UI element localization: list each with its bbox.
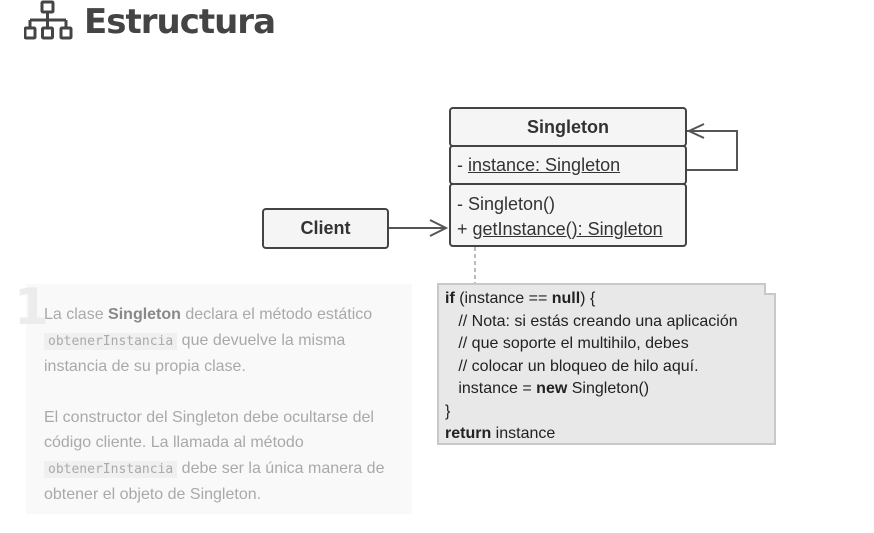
field-name: instance: Singleton — [468, 154, 621, 175]
inline-code: obtenerInstancia — [44, 460, 178, 478]
singleton-methods: - Singleton() + getInstance(): Singleton — [449, 183, 687, 247]
description-text: La clase Singleton declara el método est… — [44, 302, 404, 533]
field-visibility: - — [457, 154, 468, 175]
code-line: } — [445, 402, 451, 420]
singleton-field-instance: - instance: Singleton — [457, 155, 620, 176]
singleton-method-getinstance: + getInstance(): Singleton — [457, 217, 685, 241]
description-paragraph: La clase Singleton declara el método est… — [44, 306, 373, 375]
singleton-fields: - instance: Singleton — [449, 145, 687, 185]
self-association-line — [686, 130, 738, 171]
code-line: return instance — [445, 425, 556, 442]
code-line: instance = new Singleton() — [445, 380, 650, 397]
inline-code: obtenerInstancia — [44, 332, 178, 350]
singleton-class-name: Singleton — [527, 116, 609, 137]
description-paragraph: El constructor del Singleton debe oculta… — [44, 408, 385, 503]
method-visibility: + — [457, 219, 473, 239]
pseudocode-note: if (instance == null) { // Nota: si está… — [437, 283, 776, 445]
note-fold-corner — [764, 283, 776, 295]
step-number: 1 — [14, 278, 49, 336]
page-header: Estructura — [24, 0, 276, 44]
singleton-method-constructor: - Singleton() — [457, 194, 556, 214]
page-title: Estructura — [84, 2, 276, 42]
code-line: if (instance == null) { — [445, 290, 596, 307]
client-arrowhead — [429, 219, 449, 237]
singleton-class-header: Singleton — [449, 107, 687, 147]
code-line: // que soporte el multihilo, debes — [445, 335, 689, 352]
client-class-name: Client — [300, 218, 351, 238]
client-class: Client — [262, 208, 389, 249]
hierarchy-icon — [24, 0, 73, 40]
diagram-connectors — [388, 123, 738, 283]
code-line: // Nota: si estás creando una aplicación — [445, 312, 738, 330]
method-name: getInstance(): Singleton — [472, 219, 663, 239]
self-association-arrowhead — [686, 123, 705, 139]
code-line: // colocar un bloqueo de hilo aquí. — [445, 357, 699, 375]
